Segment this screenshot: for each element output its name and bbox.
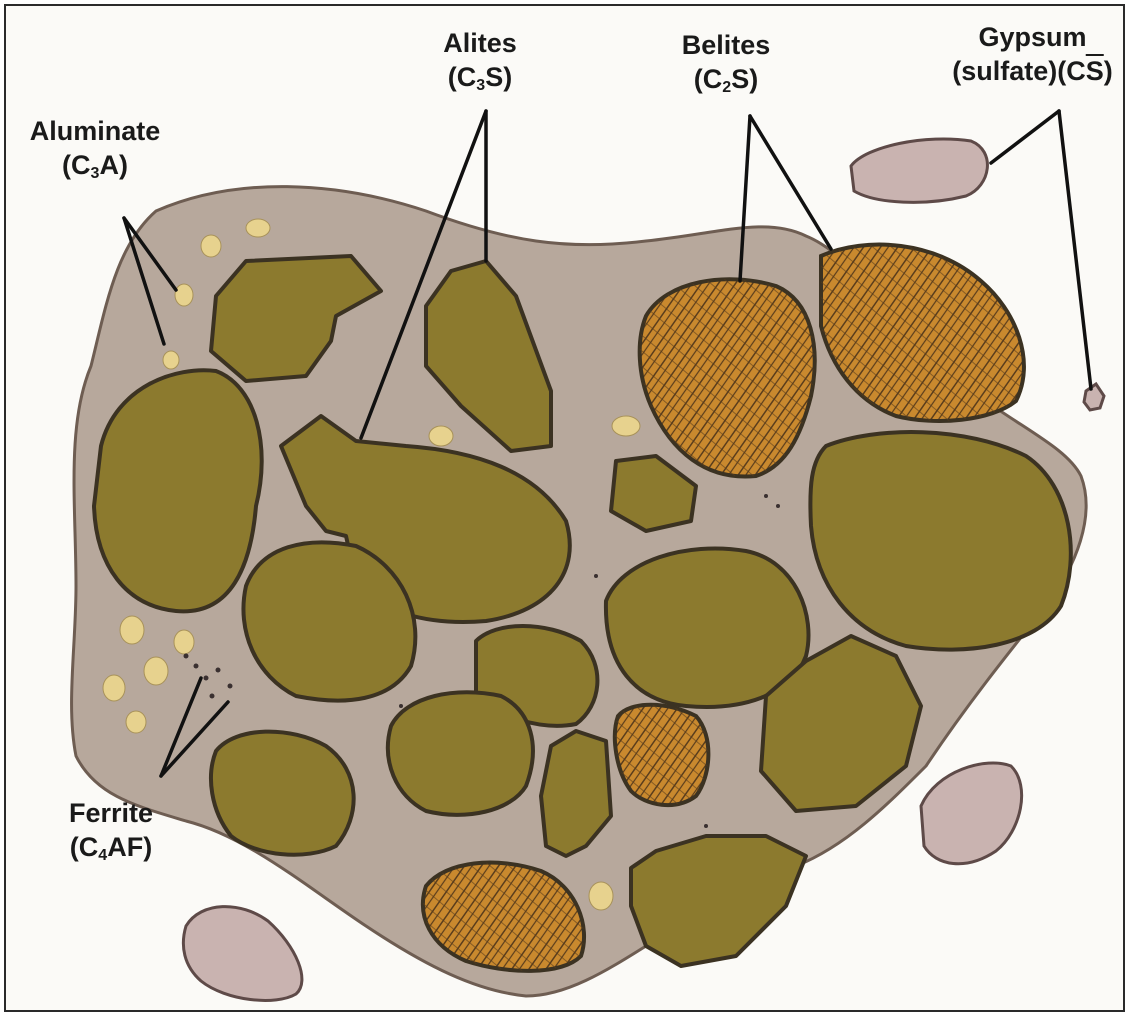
- ferrite-speck: [210, 694, 215, 699]
- formula-part: (C: [448, 62, 477, 92]
- alite-crystal: [211, 732, 354, 855]
- label-gypsum: Gypsum (sulfate)(CS): [938, 20, 1125, 88]
- ferrite-speck: [228, 684, 233, 689]
- illustration-frame: Alites (C3S) Belites (C2S) Gypsum (sulfa…: [4, 4, 1125, 1012]
- formula-subscript: 4: [98, 847, 107, 864]
- formula-part: AF): [107, 832, 152, 862]
- ferrite-speck: [194, 664, 199, 669]
- formula-subscript: 3: [476, 77, 485, 94]
- formula-part: S): [485, 62, 512, 92]
- gypsum-particle: [851, 139, 987, 202]
- ferrite-speck: [764, 494, 768, 498]
- aluminate-droplet: [429, 426, 453, 446]
- gypsum-particle: [1084, 384, 1104, 410]
- aluminate-droplet: [246, 219, 270, 237]
- ferrite-speck: [594, 574, 598, 578]
- label-ferrite: Ferrite (C4AF): [46, 796, 176, 864]
- label-ferrite-name: Ferrite: [46, 796, 176, 830]
- aluminate-droplet: [103, 675, 125, 701]
- aluminate-droplet: [120, 616, 144, 644]
- ferrite-speck: [184, 654, 189, 659]
- label-belites-name: Belites: [661, 28, 791, 62]
- ferrite-speck: [204, 676, 209, 681]
- formula-overline: S: [1086, 56, 1104, 86]
- ferrite-speck: [776, 504, 780, 508]
- aluminate-droplet: [163, 351, 179, 369]
- gypsum-particle: [183, 907, 302, 1001]
- label-alites-formula: (C3S): [421, 60, 539, 94]
- label-ferrite-formula: (C4AF): [46, 830, 176, 864]
- formula-part: (C: [694, 64, 723, 94]
- ferrite-speck: [216, 668, 221, 673]
- formula-part: (C: [62, 150, 91, 180]
- formula-subscript: 2: [722, 79, 731, 96]
- gypsum-leader-line: [1059, 111, 1091, 389]
- label-gypsum-formula: (sulfate)(CS): [938, 54, 1125, 88]
- alite-crystal: [94, 370, 262, 611]
- label-alites: Alites (C3S): [421, 26, 539, 94]
- alite-crystal: [388, 692, 533, 815]
- formula-part: (C: [70, 832, 99, 862]
- label-aluminate-name: Aluminate: [20, 114, 170, 148]
- formula-part: (sulfate)(C: [952, 56, 1086, 86]
- aluminate-droplet: [612, 416, 640, 436]
- alite-crystal: [631, 836, 806, 966]
- aluminate-droplet: [174, 630, 194, 654]
- aluminate-droplet: [126, 711, 146, 733]
- aluminate-droplet: [175, 284, 193, 306]
- label-belites-formula: (C2S): [661, 62, 791, 96]
- aluminate-droplet: [201, 235, 221, 257]
- ferrite-speck: [704, 824, 708, 828]
- ferrite-speck: [399, 704, 403, 708]
- label-gypsum-name: Gypsum: [938, 20, 1125, 54]
- gypsum-particle: [921, 763, 1022, 864]
- label-aluminate-formula: (C3A): [20, 148, 170, 182]
- label-alites-name: Alites: [421, 26, 539, 60]
- label-aluminate: Aluminate (C3A): [20, 114, 170, 182]
- aluminate-droplet: [144, 657, 168, 685]
- label-belites: Belites (C2S): [661, 28, 791, 96]
- formula-part: A): [99, 150, 128, 180]
- formula-part: ): [1104, 56, 1113, 86]
- formula-part: S): [731, 64, 758, 94]
- aluminate-droplet: [589, 882, 613, 910]
- gypsum-leader-line: [991, 111, 1059, 163]
